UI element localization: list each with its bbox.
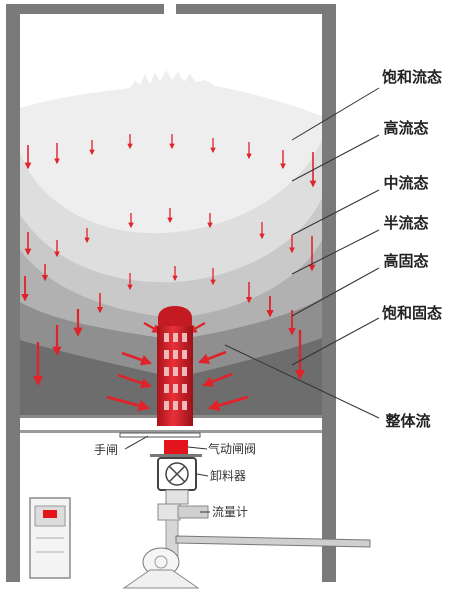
unloader-neck: [165, 489, 189, 505]
core-cap: [158, 306, 192, 330]
control-cabinet: [29, 497, 71, 579]
equipment-base: [122, 569, 200, 589]
outlet-equipment: [119, 432, 371, 589]
hand-gate-plate: [119, 432, 201, 438]
unloader-rotor: [165, 462, 189, 486]
wall-left: [6, 4, 20, 582]
blower-hub: [154, 555, 168, 569]
label-flowmeter: 流量计: [212, 505, 248, 519]
label-mass-flow: 整体流: [385, 412, 430, 430]
label-saturated-solid: 饱和固态: [382, 304, 442, 322]
flow-arrows: [21, 134, 317, 412]
valve-flange: [150, 454, 202, 457]
label-mid-fluid: 中流态: [383, 174, 428, 192]
silo-walls: [6, 4, 336, 582]
zone-saturated-solid: [20, 338, 322, 415]
label-semi-fluid: 半流态: [383, 214, 428, 232]
label-saturated-fluid: 饱和流态: [382, 68, 442, 86]
roof-left: [6, 4, 164, 14]
conveying-pipe: [175, 535, 371, 548]
zone-labels: 饱和流态 高流态 中流态 半流态 高固态 饱和固态 整体流: [382, 68, 442, 430]
support-beam: [20, 430, 322, 433]
label-unloader: 卸料器: [210, 468, 246, 483]
label-pneumatic-valve: 气动闸阀: [208, 441, 256, 456]
label-high-fluid: 高流态: [383, 119, 428, 137]
label-high-solid: 高固态: [383, 252, 428, 270]
roof-right: [176, 4, 336, 14]
core-windows: [164, 333, 187, 410]
component-labels: 手闸 气动闸阀 卸料器 流量计: [94, 441, 256, 519]
flow-core: [157, 306, 193, 426]
flowmeter-body: [157, 503, 181, 521]
wall-right: [322, 4, 336, 582]
leader-lines: [124, 87, 380, 513]
pneumatic-valve-body: [164, 440, 188, 454]
label-hand-gate: 手闸: [94, 443, 118, 457]
